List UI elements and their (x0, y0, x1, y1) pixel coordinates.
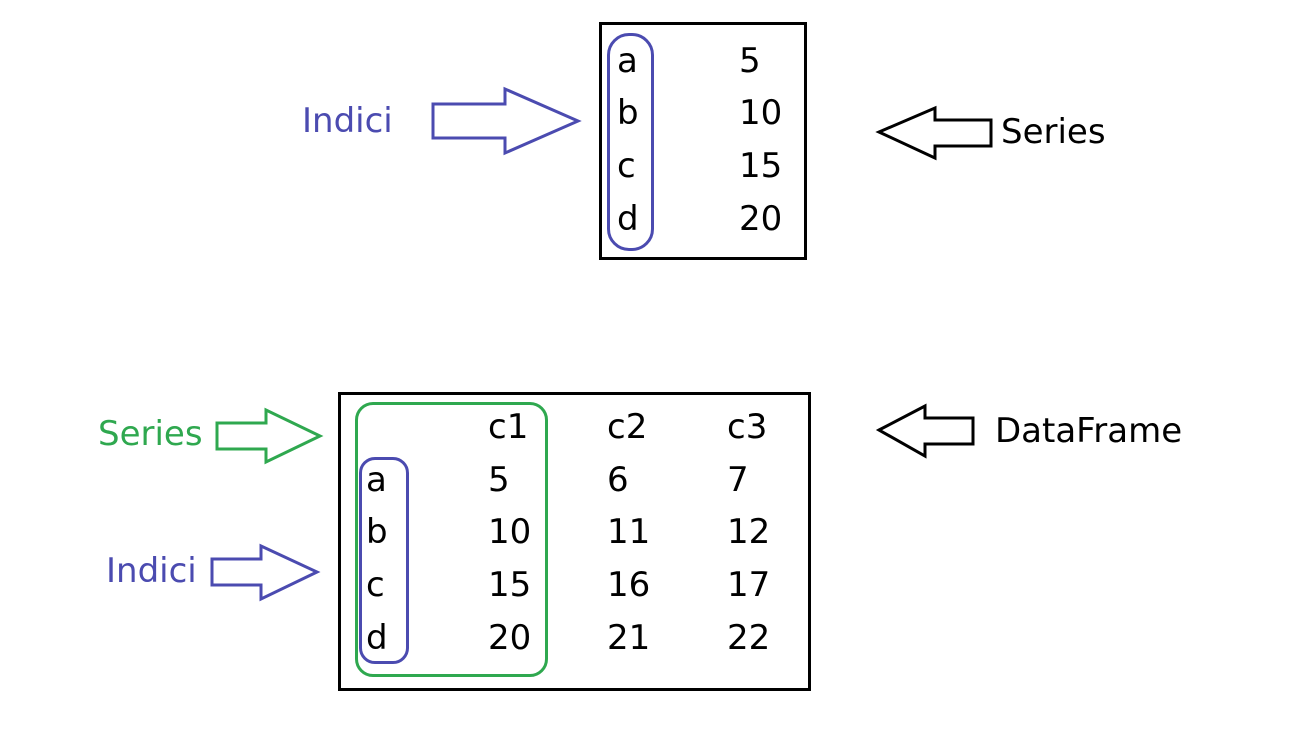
dataframe-row-index: c (366, 565, 385, 605)
dataframe-column-header: c3 (727, 407, 768, 447)
dataframe-index-outline (359, 457, 409, 664)
series-row-index: b (617, 93, 639, 133)
dataframe-column-header: c2 (607, 407, 648, 447)
series-index-outline (607, 33, 654, 251)
dataframe-target-label: DataFrame (995, 411, 1183, 451)
arrow-left-icon (875, 105, 993, 161)
series-row-value: 5 (739, 41, 761, 81)
dataframe-series-label: Series (98, 414, 203, 454)
arrow-right-icon (210, 543, 321, 602)
arrow-right-icon (431, 86, 582, 156)
dataframe-cell: 15 (488, 565, 532, 605)
dataframe-cell: 22 (727, 618, 771, 658)
dataframe-box (338, 392, 811, 691)
series-box (599, 22, 807, 260)
series-row-value: 15 (739, 146, 783, 186)
dataframe-row-index: a (366, 460, 387, 500)
dataframe-row-index: d (366, 618, 388, 658)
dataframe-column-header: c1 (488, 407, 529, 447)
dataframe-cell: 11 (607, 512, 651, 552)
series-row-index: c (617, 146, 636, 186)
dataframe-cell: 17 (727, 565, 771, 605)
series-row-index: a (617, 41, 638, 81)
dataframe-series-outline (355, 402, 548, 677)
dataframe-cell: 21 (607, 618, 651, 658)
dataframe-cell: 16 (607, 565, 651, 605)
dataframe-cell: 5 (488, 460, 510, 500)
arrow-right-icon (215, 407, 324, 465)
dataframe-cell: 20 (488, 618, 532, 658)
series-row-index: d (617, 199, 639, 239)
arrow-left-icon (875, 403, 975, 459)
dataframe-cell: 12 (727, 512, 771, 552)
dataframe-cell: 10 (488, 512, 532, 552)
dataframe-row-index: b (366, 512, 388, 552)
dataframe-cell: 7 (727, 460, 749, 500)
series-target-label: Series (1001, 112, 1106, 152)
dataframe-index-label: Indici (106, 551, 197, 591)
dataframe-cell: 6 (607, 460, 629, 500)
series-row-value: 10 (739, 93, 783, 133)
series-row-value: 20 (739, 199, 783, 239)
series-index-label: Indici (302, 101, 393, 141)
